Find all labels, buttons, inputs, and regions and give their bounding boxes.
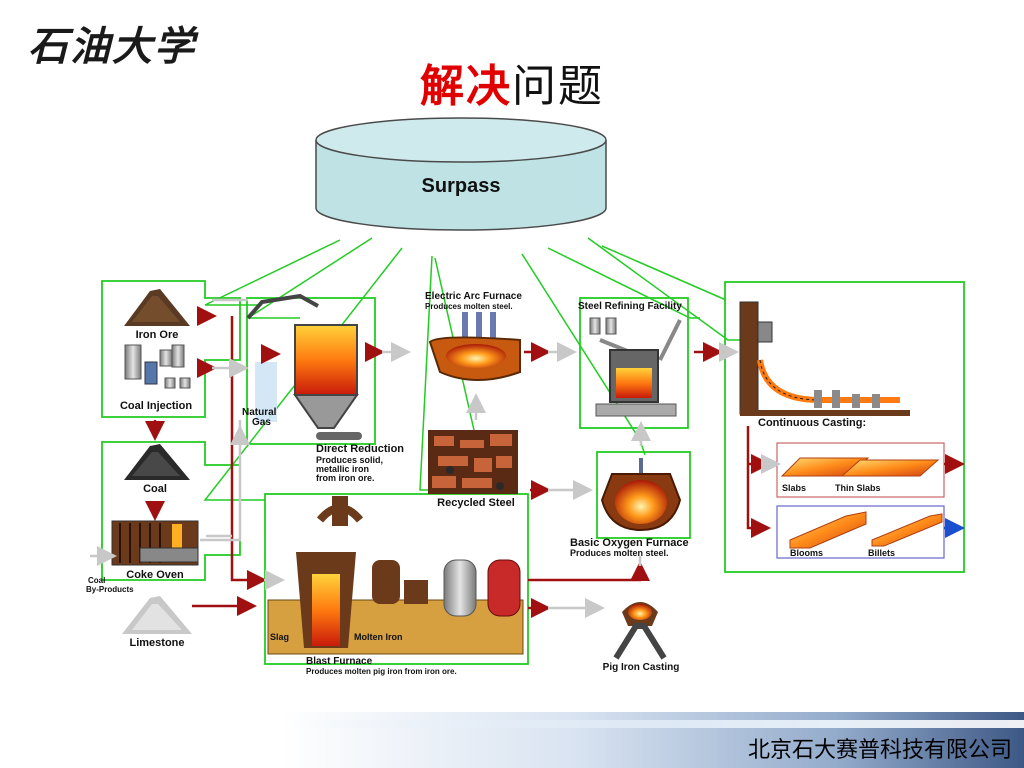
footer-band (280, 712, 1024, 768)
molten-iron-label: Molten Iron (354, 632, 403, 642)
slabs-box: Slabs Thin Slabs (776, 442, 945, 498)
direct-reduction-desc-3: from iron ore. (316, 473, 375, 483)
continuous-casting-label: Continuous Casting: (758, 417, 866, 429)
coal-byproducts-label-1: Coal (88, 576, 105, 585)
billets-label: Billets (868, 548, 895, 558)
coke-oven-label: Coke Oven (126, 569, 184, 581)
box-continuous-casting (724, 281, 965, 573)
coal-label: Coal (143, 483, 167, 495)
natural-gas-tank: Natural Gas (242, 362, 277, 428)
coal-injection-equipment: Coal Injection (120, 344, 192, 412)
recycled-steel-label: Recycled Steel (437, 497, 515, 509)
coal-pile: Coal (124, 444, 190, 495)
direct-reduction-desc-1: Produces solid, (316, 455, 383, 465)
coal-byproducts-label-2: By-Products (86, 585, 134, 594)
flow-arrows-red (145, 306, 965, 618)
pig-iron-casting: Pig Iron Casting (603, 602, 680, 673)
coal-injection-label: Coal Injection (120, 400, 192, 412)
direct-reduction-label: Direct Reduction (316, 443, 404, 455)
slabs-label: Slabs (782, 483, 806, 493)
natural-gas-label-2: Gas (252, 417, 271, 428)
title-black-part: 问题 (512, 61, 604, 112)
electric-arc-furnace: Electric Arc Furnace Produces molten ste… (425, 291, 522, 381)
iron-ore-label: Iron Ore (136, 329, 179, 341)
basic-oxygen-furnace: Basic Oxygen Furnace Produces molten ste… (570, 458, 689, 558)
basic-oxygen-desc: Produces molten steel. (570, 548, 669, 558)
direct-reduction-furnace: Direct Reduction Produces solid, metalli… (246, 293, 404, 483)
iron-ore-pile: Iron Ore (124, 289, 190, 341)
title-red-part: 解决 (420, 61, 512, 112)
box-basic-oxygen (596, 451, 691, 539)
surpass-label: Surpass (422, 175, 501, 197)
footer-company: 北京石大赛普科技有限公司 (747, 738, 1012, 763)
direct-reduction-desc-2: metallic iron (316, 464, 369, 474)
steelmaking-diagram: Surpass Iron Ore Coal Injection (86, 117, 965, 676)
page-title: 解决问题 (0, 50, 1024, 114)
blast-furnace-desc: Produces molten pig iron from iron ore. (306, 667, 457, 676)
basic-oxygen-label: Basic Oxygen Furnace (570, 537, 689, 549)
limestone-label: Limestone (129, 637, 184, 649)
surpass-cylinder: Surpass (315, 117, 607, 231)
flow-arrows-gray (90, 298, 781, 618)
electric-arc-label: Electric Arc Furnace (425, 291, 522, 302)
electric-arc-desc: Produces molten steel. (425, 302, 513, 311)
recycled-steel: Recycled Steel (428, 430, 518, 509)
continuous-casting-machine: Continuous Casting: (739, 301, 910, 429)
blast-furnace: Slag Molten Iron Blast Furnace Produces … (267, 496, 524, 676)
university-logo: 石油大学 (28, 23, 196, 70)
pig-iron-casting-label: Pig Iron Casting (603, 662, 680, 673)
blast-furnace-label: Blast Furnace (306, 656, 373, 667)
slag-label: Slag (270, 632, 289, 642)
blooms-box: Blooms Billets (776, 505, 945, 559)
blooms-label: Blooms (790, 548, 823, 558)
steel-refining-label: Steel Refining Facility (578, 301, 682, 312)
steel-refining-facility: Steel Refining Facility (578, 301, 682, 417)
box-coal-coke (101, 441, 241, 581)
box-raw-materials (101, 280, 241, 418)
coke-oven: Coke Oven (111, 520, 199, 581)
limestone-pile: Limestone (122, 596, 192, 649)
thin-slabs-label: Thin Slabs (835, 483, 881, 493)
natural-gas-label-1: Natural (242, 407, 277, 418)
